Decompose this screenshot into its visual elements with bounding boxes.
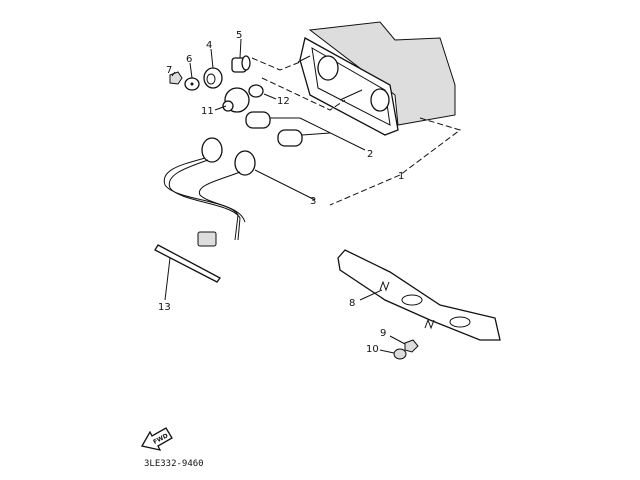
bulb-upper <box>245 111 300 129</box>
part-11-cushion <box>222 87 250 113</box>
part-3-socket-harness <box>163 137 316 247</box>
part-5-collar <box>231 55 251 73</box>
callout-3: 3 <box>310 196 316 207</box>
callout-11: 11 <box>201 106 214 117</box>
part-12-washer <box>248 84 264 98</box>
part-10-screw <box>379 348 407 360</box>
callout-5: 5 <box>236 30 242 41</box>
callout-9: 9 <box>380 328 386 339</box>
part-4-grommet <box>203 67 223 89</box>
callout-2: 2 <box>367 149 373 160</box>
callout-7: 7 <box>166 65 172 76</box>
part-13-cable-tie <box>154 244 221 301</box>
callout-10: 10 <box>366 344 379 355</box>
part-9-nut <box>389 335 419 353</box>
fwd-arrow-icon: FWD <box>140 427 173 451</box>
callout-6: 6 <box>186 54 192 65</box>
callout-12: 12 <box>277 96 290 107</box>
callout-4: 4 <box>206 40 212 51</box>
callout-13: 13 <box>158 302 171 313</box>
callout-8: 8 <box>349 298 355 309</box>
part-8-bracket <box>337 249 501 341</box>
callout-1: 1 <box>398 171 404 182</box>
part-6-washer <box>184 77 200 91</box>
drawing-code: 3LE332-9460 <box>144 459 204 469</box>
tail-light-housing <box>297 21 456 136</box>
bulb-lower <box>277 129 331 147</box>
